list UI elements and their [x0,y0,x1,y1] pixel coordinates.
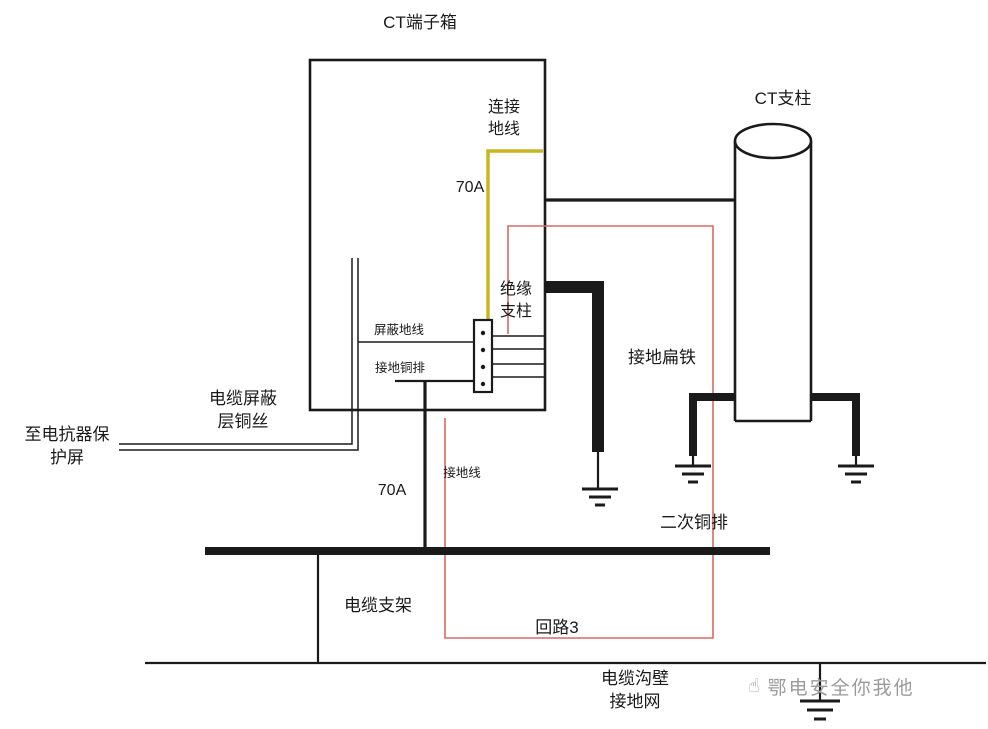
trench-ground-net-label: 电缆沟壁 接地网 [601,669,669,711]
ct-terminal-box-label: CT端子箱 [383,13,457,32]
connecting-ground-wire-label: 连接 地线 [487,99,521,138]
cable-shield-wires [119,258,359,451]
ground-symbol-trench [800,663,840,721]
ground-copper-bar-label: 接地铜排 [374,361,426,375]
cable-bracket-label: 电缆支架 [344,596,412,615]
cable-shield-copper-label: 电缆屏蔽 层铜丝 [209,389,277,431]
ground-wire-label: 接地线 [443,466,481,480]
insulation-post-label: 绝缘 支柱 [499,281,533,320]
secondary-copper-bar-label: 二次铜排 [660,513,728,532]
watermark-hand-icon: ☝ [748,676,762,697]
ct-column-legs [689,393,860,456]
to-reactor-panel-label: 至电抗器保 护屏 [24,425,110,467]
shield-ground-wire-label: 屏蔽地线 [373,323,425,337]
ground-flat-iron-bar [545,281,604,489]
ground-flat-iron-label: 接地扁铁 [628,348,696,367]
amp-bottom-label: 70A [377,482,407,499]
loop3-label: 回路3 [535,618,579,637]
insulation-hatched-bars [491,335,546,378]
connecting-ground-wire [486,149,543,330]
ground-symbol-column-right [838,456,874,484]
terminal-block [472,318,494,394]
ground-symbol-column-left [675,456,711,484]
loop3-red-wire [444,225,714,639]
amp-top-label: 70A [455,179,485,196]
ground-symbol-flat-iron [582,487,618,507]
watermark-text: 鄂电安全你我他 [767,678,915,699]
ct-terminal-box-outline [308,58,547,412]
ct-column-label: CT支柱 [754,89,812,108]
watermark: ☝ 鄂电安全你我他 [748,673,915,700]
ct-column-cylinder [733,122,813,423]
